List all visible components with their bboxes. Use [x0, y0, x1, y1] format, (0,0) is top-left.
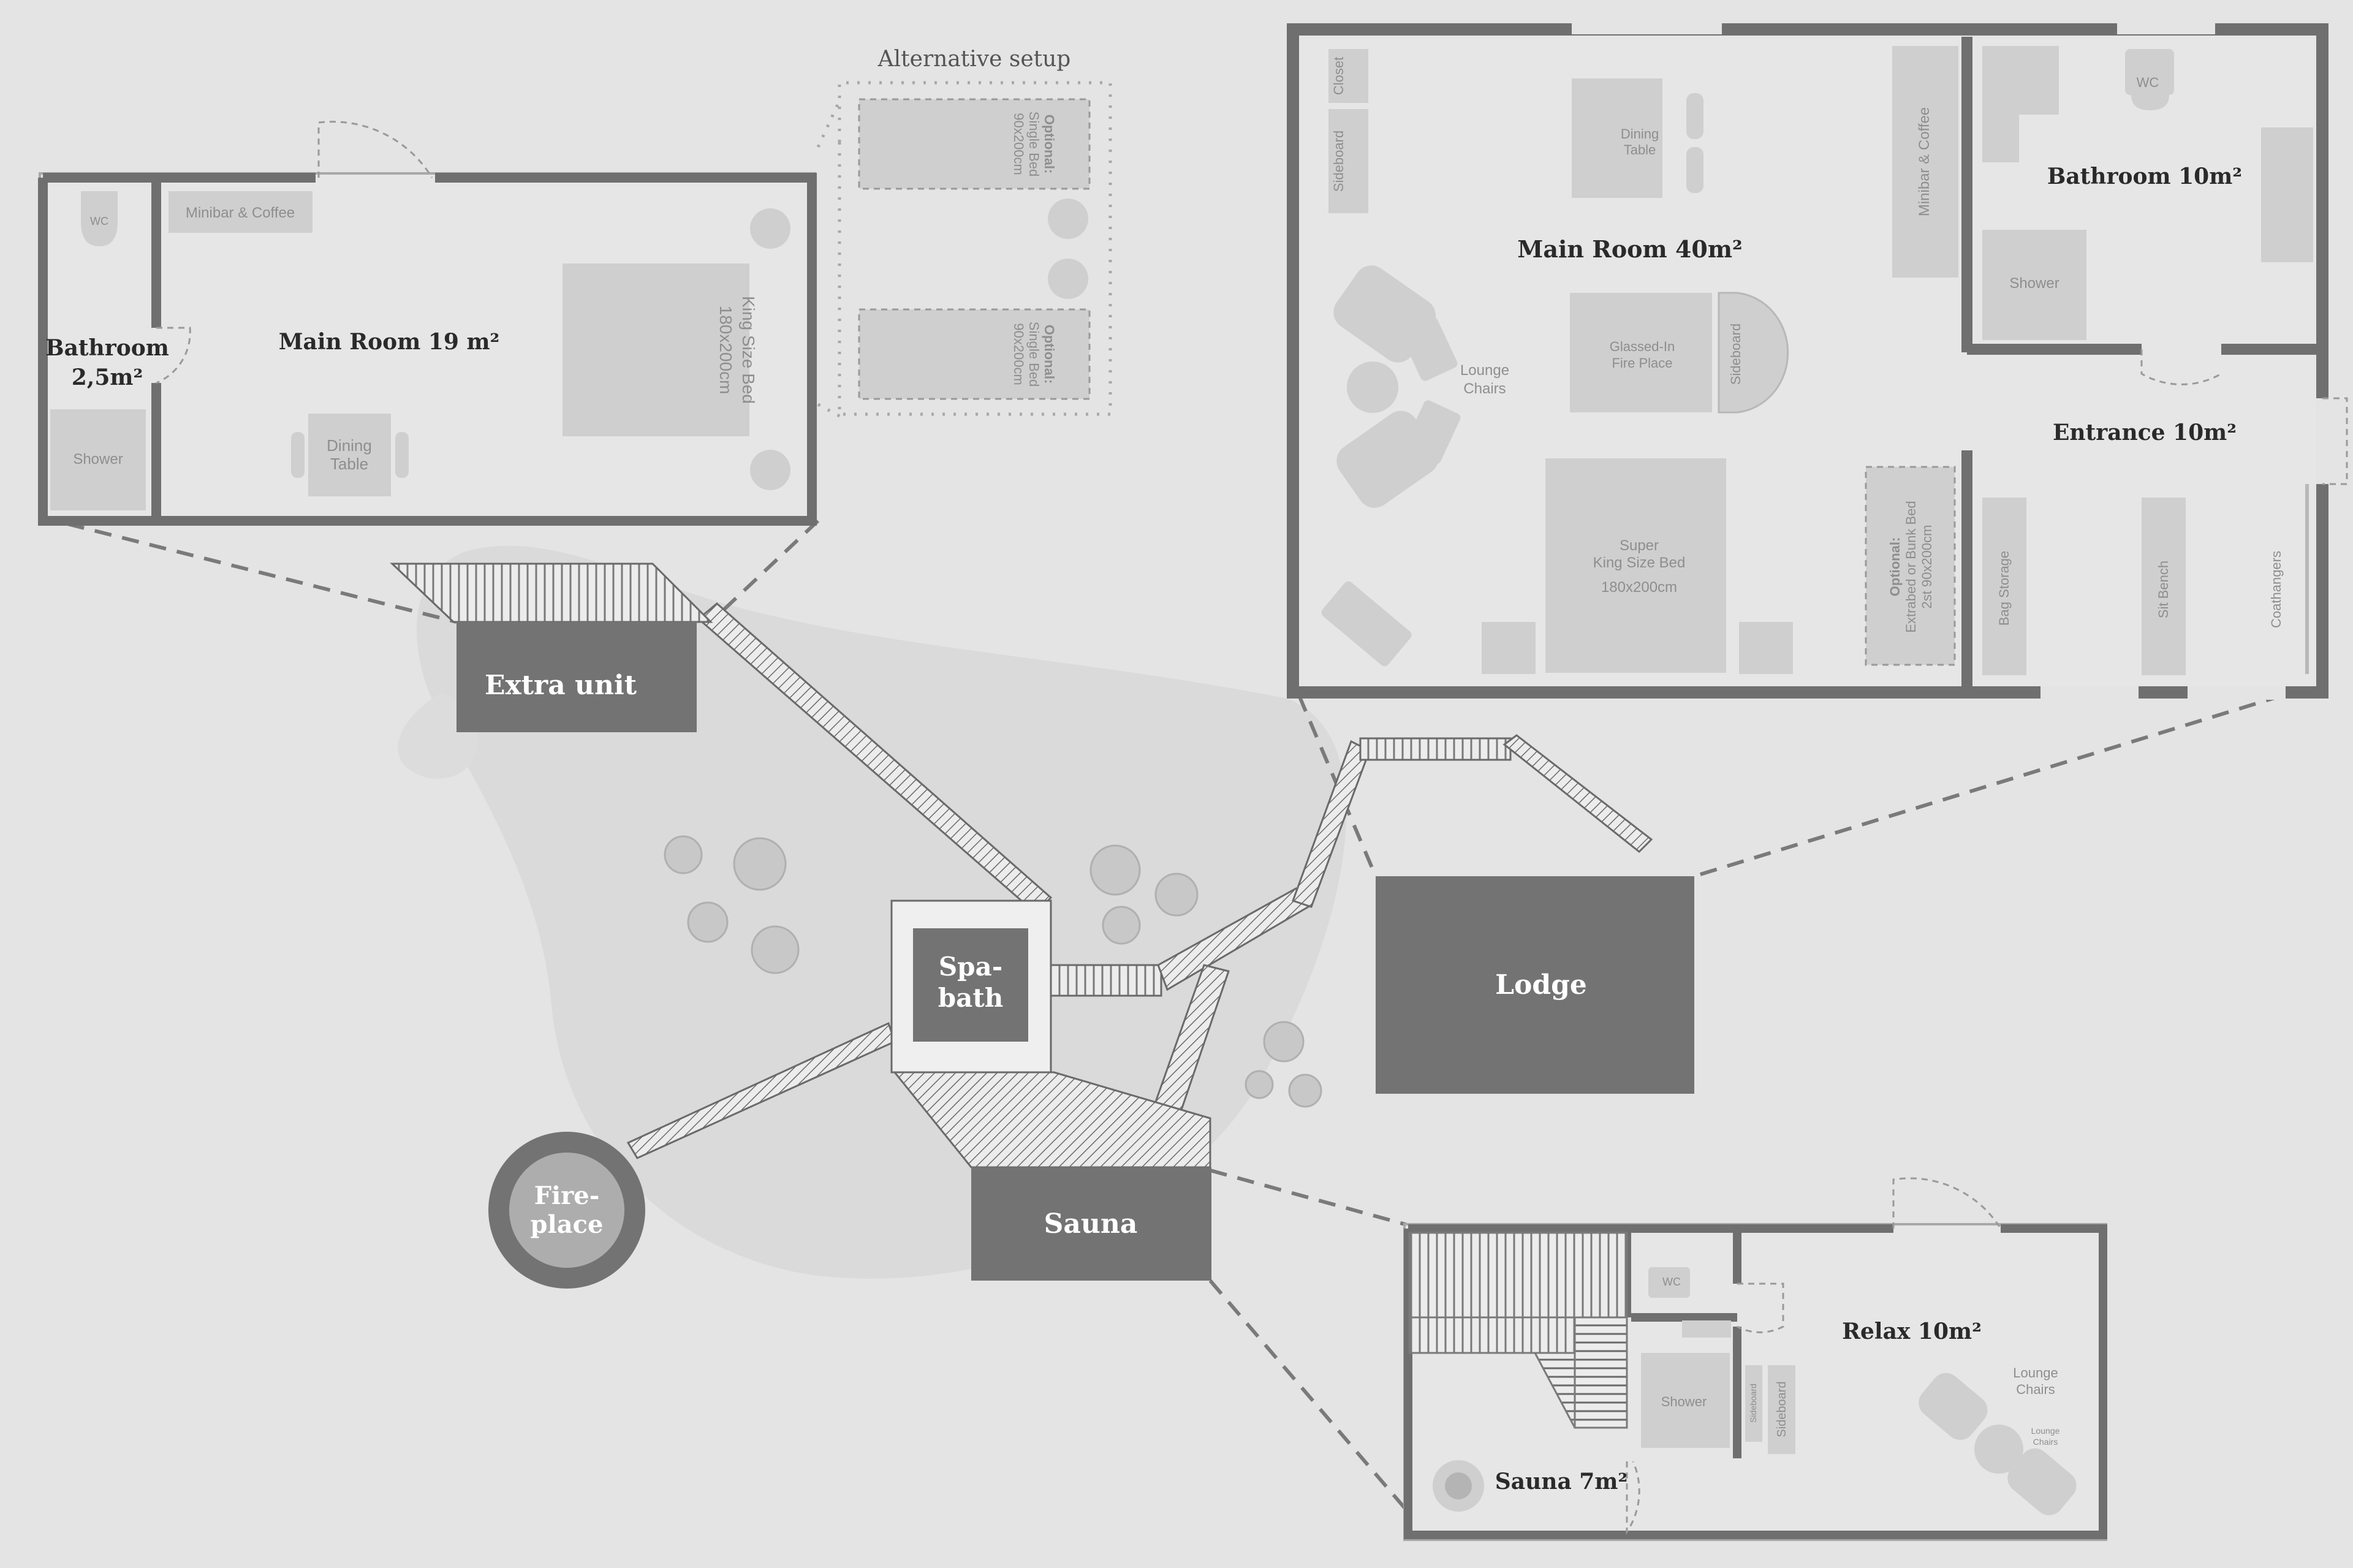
svg-text:King Size Bed: King Size Bed [739, 296, 758, 404]
svg-text:Bathroom 10m²: Bathroom 10m² [2047, 164, 2242, 189]
svg-text:Lounge: Lounge [2013, 1365, 2058, 1381]
boardwalks [390, 562, 1653, 1168]
svg-text:Minibar & Coffee: Minibar & Coffee [1916, 107, 1933, 216]
extra-unit[interactable]: Extra unit [457, 622, 697, 732]
svg-text:Dining: Dining [1621, 126, 1659, 142]
svg-text:Dining: Dining [327, 436, 372, 455]
svg-text:Optional:: Optional: [1042, 325, 1057, 384]
svg-text:Chairs: Chairs [2033, 1437, 2058, 1447]
fireplace[interactable]: Fire- place [488, 1132, 645, 1289]
svg-text:Shower: Shower [2009, 275, 2059, 292]
svg-text:180x200cm: 180x200cm [1601, 579, 1677, 596]
lodge[interactable]: Lodge [1376, 876, 1694, 1094]
svg-text:Bathroom: Bathroom [45, 335, 169, 361]
svg-text:Optional:: Optional: [1887, 537, 1903, 597]
svg-text:Extra unit: Extra unit [485, 670, 637, 701]
svg-text:Chairs: Chairs [1463, 381, 1506, 397]
svg-text:Glassed-In: Glassed-In [1610, 339, 1675, 354]
svg-text:Shower: Shower [73, 451, 123, 468]
svg-text:Minibar & Coffee: Minibar & Coffee [186, 205, 295, 221]
sauna[interactable]: Sauna [971, 1167, 1211, 1281]
svg-text:180x200cm: 180x200cm [716, 306, 735, 395]
svg-text:bath: bath [938, 983, 1004, 1013]
svg-text:Optional:: Optional: [1042, 115, 1057, 174]
svg-text:Sideboard: Sideboard [1331, 131, 1346, 192]
svg-text:WC: WC [90, 215, 108, 227]
alternative-setup: Alternative setup Optional: Single Bed 9… [816, 47, 1112, 419]
svg-text:King Size Bed: King Size Bed [1593, 555, 1686, 571]
svg-text:Sit Bench: Sit Bench [2156, 561, 2171, 618]
svg-text:Single Bed: Single Bed [1026, 322, 1042, 387]
spa-bath[interactable]: Spa- bath [913, 928, 1028, 1042]
svg-text:Closet: Closet [1331, 57, 1346, 95]
svg-text:Relax 10m²: Relax 10m² [1842, 1319, 1982, 1344]
svg-text:Table: Table [1624, 142, 1656, 157]
svg-text:2st 90x200cm: 2st 90x200cm [1919, 525, 1934, 609]
svg-text:Spa-: Spa- [939, 952, 1002, 982]
svg-text:Chairs: Chairs [2016, 1382, 2055, 1397]
svg-text:Super: Super [1620, 537, 1659, 554]
svg-text:Extrabed or Bunk Bed: Extrabed or Bunk Bed [1903, 501, 1919, 632]
svg-text:2,5m²: 2,5m² [72, 365, 143, 390]
svg-text:Fire-: Fire- [534, 1181, 600, 1210]
svg-text:Alternative setup: Alternative setup [877, 47, 1071, 72]
svg-text:Main Room 19 m²: Main Room 19 m² [279, 329, 500, 355]
svg-text:Single Bed: Single Bed [1026, 112, 1042, 176]
svg-text:90x200cm: 90x200cm [1011, 323, 1026, 385]
svg-text:Lounge: Lounge [1460, 362, 1509, 379]
svg-text:Sauna: Sauna [1044, 1208, 1138, 1240]
svg-text:WC: WC [2137, 75, 2159, 90]
svg-text:WC: WC [1662, 1276, 1681, 1288]
svg-text:Sideboard: Sideboard [1775, 1381, 1789, 1437]
svg-text:Lodge: Lodge [1495, 969, 1587, 1001]
svg-text:Main Room 40m²: Main Room 40m² [1517, 235, 1742, 263]
svg-text:Fire Place: Fire Place [1612, 355, 1672, 371]
svg-text:Sideboard: Sideboard [1728, 324, 1743, 385]
svg-text:place: place [531, 1210, 604, 1239]
svg-text:Shower: Shower [1661, 1394, 1707, 1409]
svg-text:90x200cm: 90x200cm [1011, 113, 1026, 175]
extra-unit-plan: WC Shower Minibar & Coffee King Size Bed… [38, 121, 817, 526]
lodge-plan: Closet Sideboard Dining Table Minibar & … [1287, 23, 2348, 700]
sauna-plan: WC Shower Sideboard Sideboard Lounge Cha… [1403, 1177, 2107, 1541]
bushes [664, 835, 1322, 1108]
svg-text:Bag Storage: Bag Storage [1996, 551, 2012, 626]
svg-text:Coathangers: Coathangers [2268, 551, 2284, 628]
svg-text:Table: Table [330, 455, 368, 473]
svg-text:Lounge: Lounge [2031, 1426, 2060, 1436]
svg-text:Sauna 7m²: Sauna 7m² [1495, 1469, 1627, 1494]
svg-text:Entrance 10m²: Entrance 10m² [2053, 420, 2237, 445]
svg-text:Sideboard: Sideboard [1748, 1384, 1758, 1423]
